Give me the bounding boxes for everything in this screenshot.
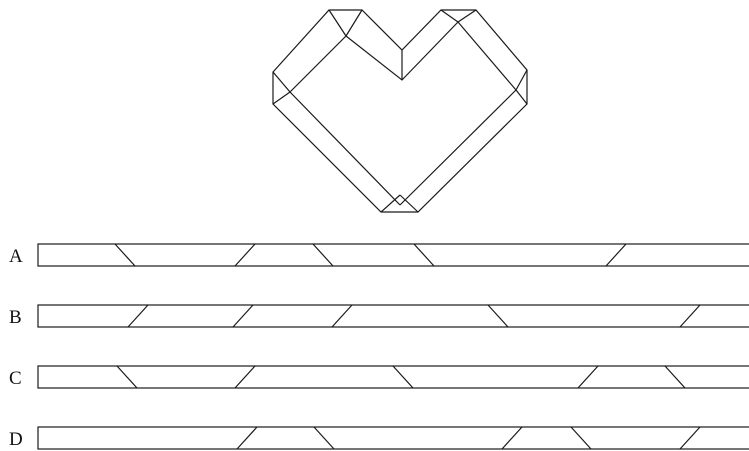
option-strip xyxy=(38,427,749,449)
option-d[interactable]: D xyxy=(9,427,749,450)
option-label: A xyxy=(9,246,23,267)
option-c[interactable]: C xyxy=(9,366,749,389)
option-strip xyxy=(38,244,749,266)
option-a[interactable]: A xyxy=(9,244,749,267)
options-group: A B C D xyxy=(9,244,749,450)
folded-strip-heart-icon xyxy=(273,10,527,212)
option-strip xyxy=(38,366,749,388)
option-label: B xyxy=(9,307,22,328)
option-label: C xyxy=(9,368,22,389)
option-label: D xyxy=(9,429,23,450)
option-b[interactable]: B xyxy=(9,305,749,328)
